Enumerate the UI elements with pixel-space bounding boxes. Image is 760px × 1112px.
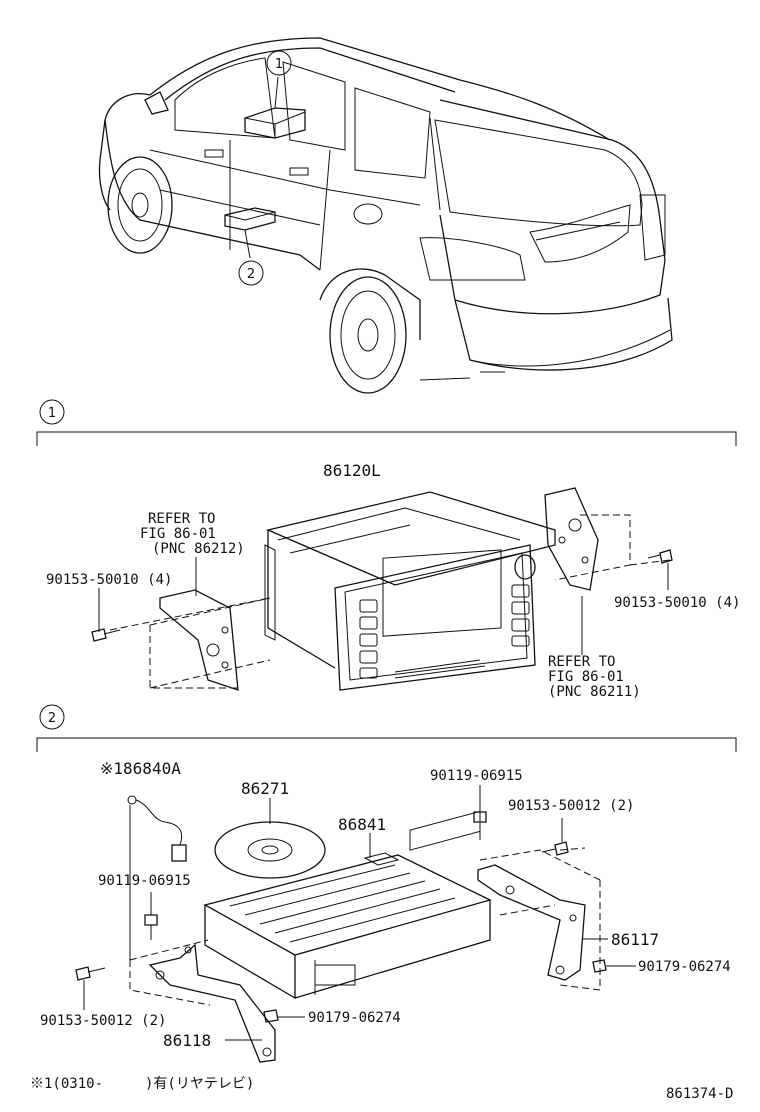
svg-text:2: 2	[48, 711, 56, 726]
section-1-frame: 1	[36, 399, 737, 446]
label-bolt-bottom-left: 90153-50012 (2)	[40, 1013, 166, 1029]
bolt-icon-left-1	[91, 588, 121, 642]
disc	[214, 798, 326, 879]
footnote: ※1(0310- )有(リヤテレビ)	[30, 1076, 254, 1092]
label-nut-right: 90179-06274	[638, 959, 731, 975]
label-bracket-left: 86118	[163, 1031, 211, 1050]
svg-text:1: 1	[275, 57, 283, 72]
bolt-icon-top-right-2	[541, 818, 569, 856]
label-bolt-right-1: 90153-50010 (4)	[614, 595, 740, 611]
label-bracket-right: 86117	[611, 930, 659, 949]
label-bolt-top-right: 90153-50012 (2)	[508, 798, 634, 814]
svg-text:2: 2	[247, 267, 255, 282]
section-2-dashed-guides	[129, 847, 601, 1006]
svg-text:1: 1	[48, 406, 56, 421]
right-bracket	[544, 487, 599, 591]
nut-icon-right-2	[592, 959, 636, 973]
label-cable: ※186840A	[100, 759, 181, 778]
label-screw-left: 90119-06915	[98, 873, 191, 889]
label-nut-bottom: 90179-06274	[308, 1010, 401, 1026]
callout-1: 1	[266, 50, 292, 76]
vehicle-illustration	[98, 37, 673, 394]
diagram-id: 861374-D	[666, 1086, 733, 1102]
label-bolt-left-1: 90153-50010 (4)	[46, 572, 172, 588]
callout-2: 2	[238, 260, 264, 286]
head-unit	[264, 491, 556, 691]
label-disc: 86271	[241, 779, 289, 798]
bolt-icon-right-1	[647, 549, 673, 590]
label-changer: 86841	[338, 815, 386, 834]
screw-icon-left-2	[144, 892, 158, 940]
label-86120L: 86120L	[323, 461, 381, 480]
label-screw-right: 90119-06915	[430, 768, 523, 784]
right-bracket-86117	[477, 864, 586, 981]
section-2-frame: 2	[36, 704, 737, 752]
refer-note-left: REFER TO FIG 86-01 (PNC 86212)	[140, 511, 245, 557]
refer-note-right: REFER TO FIG 86-01 (PNC 86211)	[548, 654, 641, 700]
cd-changer	[203, 810, 492, 1000]
cable-harness	[127, 795, 187, 960]
screw-icon-right-2	[473, 785, 487, 840]
nut-icon-bottom-2	[263, 1009, 305, 1023]
left-bracket	[159, 589, 239, 691]
left-bracket-86118	[148, 943, 276, 1063]
bolt-icon-bottom-left-2	[75, 966, 106, 1010]
